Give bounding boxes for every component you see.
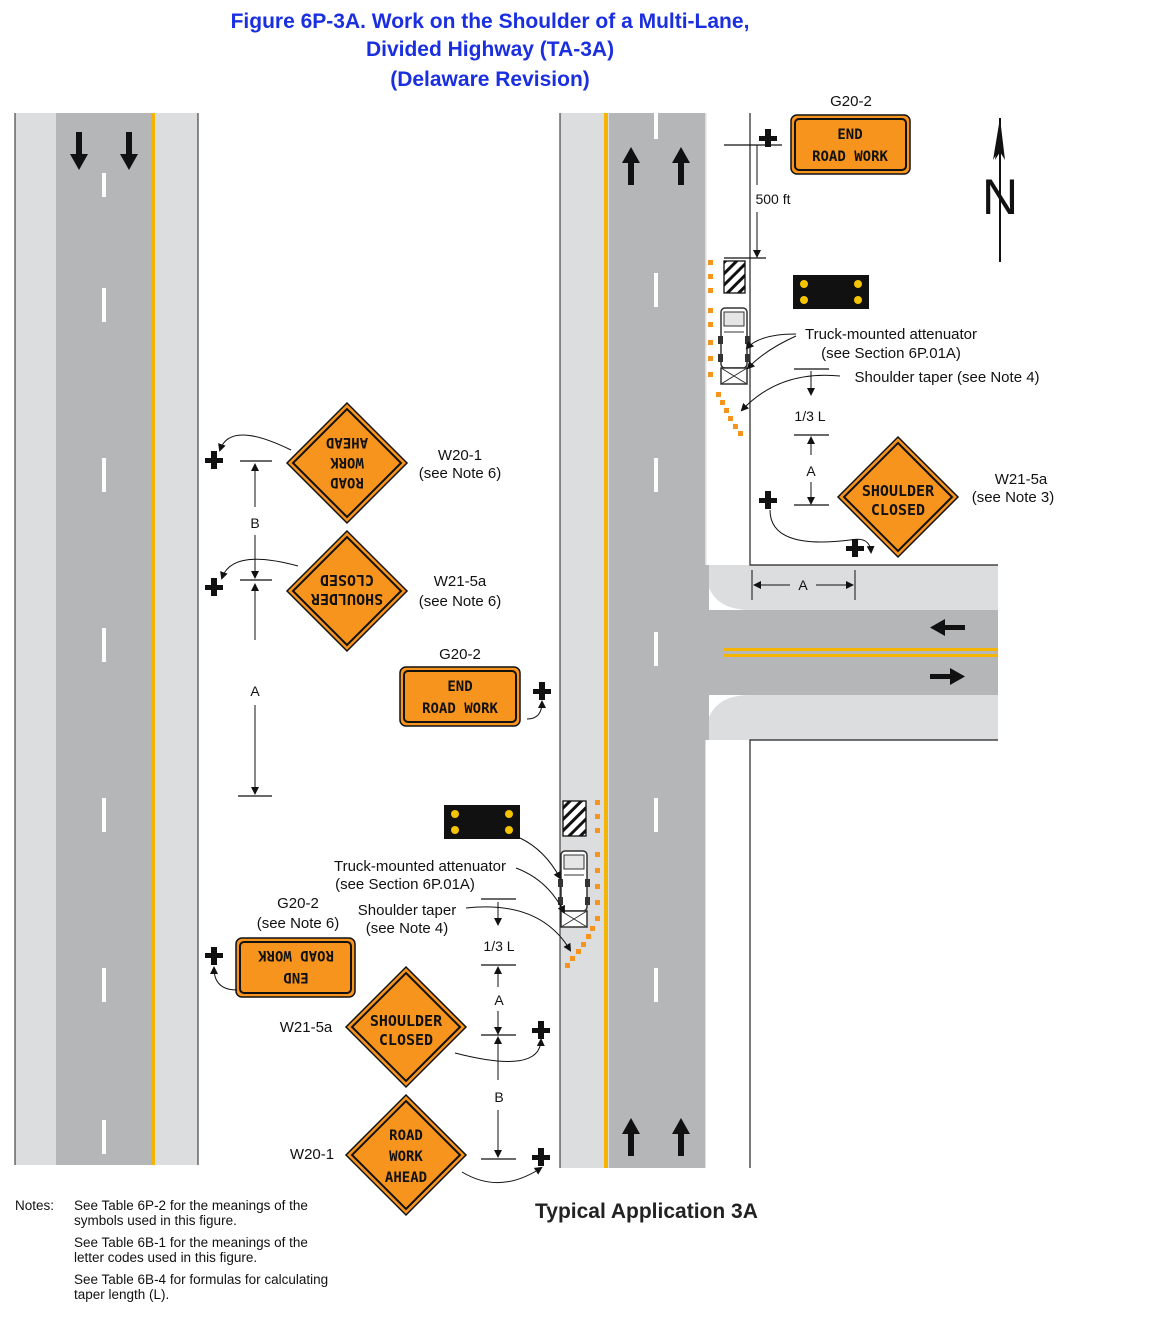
svg-text:ROAD WORK: ROAD WORK (812, 149, 888, 165)
label-tma-bot-1: Truck-mounted attenuator (334, 858, 506, 875)
svg-text:END: END (283, 969, 308, 985)
svg-text:SHOULDER: SHOULDER (862, 482, 935, 500)
label-w21-5a-left-1: W21-5a (434, 573, 487, 590)
shoulder-closed-sign: SHOULDER CLOSED (836, 435, 960, 559)
label-w21-5a-top-1: W21-5a (995, 471, 1048, 488)
label-tma-top-1: Truck-mounted attenuator (805, 326, 977, 343)
label-taper-top: Shoulder taper (see Note 4) (854, 369, 1039, 386)
svg-text:AHEAD: AHEAD (385, 1170, 427, 1186)
label-500ft: 500 ft (755, 191, 790, 207)
notes-heading: Notes: (15, 1198, 55, 1213)
channelizer-devices (708, 260, 743, 436)
road-work-ahead-sign: ROAD WORK AHEAD (344, 1093, 468, 1217)
label-g20-2-bot-1: G20-2 (277, 895, 319, 912)
label-w20-1-left-2: (see Note 6) (419, 465, 502, 482)
arrow-board-icon (793, 275, 869, 309)
svg-text:CLOSED: CLOSED (871, 501, 925, 519)
label-g20-2-top: G20-2 (830, 93, 872, 110)
shoulder-closed-sign: SHOULDER CLOSED (344, 965, 468, 1089)
work-space (723, 260, 746, 294)
svg-text:END: END (837, 127, 862, 143)
label-A-cross: A (798, 577, 808, 593)
sign-post-icon (759, 491, 777, 509)
label-w20-1-left-1: W20-1 (438, 447, 482, 464)
label-B-left: B (250, 515, 259, 531)
work-space (562, 800, 587, 837)
median-sign-sequence: ROAD WORK AHEAD W20-1 (see Note 6) B SHO… (205, 401, 551, 797)
lane-line (654, 113, 658, 1002)
truck-icon (717, 307, 751, 385)
label-third-L-bot: 1/3 L (483, 938, 514, 954)
label-w21-5a-top-2: (see Note 3) (972, 489, 1055, 506)
arrow-right-icon (930, 668, 965, 685)
svg-text:ROAD: ROAD (389, 1128, 423, 1144)
end-road-work-sign: END ROAD WORK (235, 937, 356, 998)
svg-text:SHOULDER: SHOULDER (370, 1012, 443, 1030)
figure-title-line-1: Figure 6P-3A. Work on the Shoulder of a … (230, 10, 750, 33)
typical-application-label: Typical Application 3A (535, 1200, 758, 1223)
note-item: See Table 6P-2 for the meanings of the s… (74, 1198, 308, 1228)
label-B-bot: B (494, 1089, 503, 1105)
label-A-left: A (250, 683, 260, 699)
svg-text:CLOSED: CLOSED (320, 571, 374, 589)
truck-icon (557, 850, 591, 928)
sign-post-icon (532, 1148, 550, 1166)
channelizer-devices (565, 800, 600, 968)
top-work-area: G20-2 END ROAD WORK 500 ft (708, 93, 1054, 600)
sign-post-icon (759, 129, 777, 147)
end-road-work-sign: END ROAD WORK (790, 114, 911, 175)
label-third-L-top: 1/3 L (794, 408, 825, 424)
lane-line (102, 173, 106, 1154)
label-taper-bot-1: Shoulder taper (358, 902, 456, 919)
sign-post-icon (205, 947, 223, 965)
label-w21-5a-left-2: (see Note 6) (419, 593, 502, 610)
northbound-roadway (559, 113, 998, 1168)
arrow-left-icon (930, 619, 965, 636)
sign-post-icon (846, 539, 864, 557)
svg-text:SHOULDER: SHOULDER (310, 590, 383, 608)
road-work-ahead-sign: ROAD WORK AHEAD (285, 401, 409, 525)
label-w21-5a-bot: W21-5a (280, 1019, 333, 1036)
arrow-board-icon (444, 805, 520, 839)
southbound-roadway (14, 113, 199, 1165)
note-item: See Table 6B-4 for formulas for calculat… (74, 1272, 329, 1302)
notes-section: Notes: See Table 6P-2 for the meanings o… (15, 1198, 345, 1308)
shoulder-closed-sign: SHOULDER CLOSED (285, 529, 409, 653)
svg-text:ROAD WORK: ROAD WORK (422, 701, 498, 717)
label-g20-2-mid: G20-2 (439, 646, 481, 663)
note-item: See Table 6B-1 for the meanings of the l… (74, 1235, 308, 1265)
figure-title-line-2: Divided Highway (TA-3A) (365, 38, 615, 61)
sign-post-icon (533, 682, 551, 700)
svg-text:ROAD WORK: ROAD WORK (258, 947, 334, 963)
label-w20-1-bot: W20-1 (290, 1146, 334, 1163)
sign-post-icon (205, 451, 223, 469)
figure-title-line-3: (Delaware Revision) (390, 68, 590, 91)
bottom-work-area: Truck-mounted attenuator (see Section 6P… (205, 800, 600, 1217)
svg-text:WORK: WORK (330, 454, 364, 470)
north-label: N (982, 169, 1018, 225)
end-road-work-sign: END ROAD WORK (399, 666, 521, 727)
svg-text:END: END (447, 679, 472, 695)
svg-text:CLOSED: CLOSED (379, 1031, 433, 1049)
label-tma-top-2: (see Section 6P.01A) (821, 345, 961, 362)
label-g20-2-bot-2: (see Note 6) (257, 915, 340, 932)
svg-text:WORK: WORK (389, 1149, 423, 1165)
label-A-bot: A (494, 992, 504, 1008)
label-taper-bot-2: (see Note 4) (366, 920, 449, 937)
svg-text:ROAD: ROAD (330, 474, 364, 490)
north-arrow-icon: N (982, 118, 1018, 262)
sign-post-icon (205, 578, 223, 596)
svg-text:AHEAD: AHEAD (326, 434, 368, 450)
label-tma-bot-2: (see Section 6P.01A) (335, 876, 475, 893)
sign-post-icon (532, 1021, 550, 1039)
label-A-top: A (806, 463, 816, 479)
